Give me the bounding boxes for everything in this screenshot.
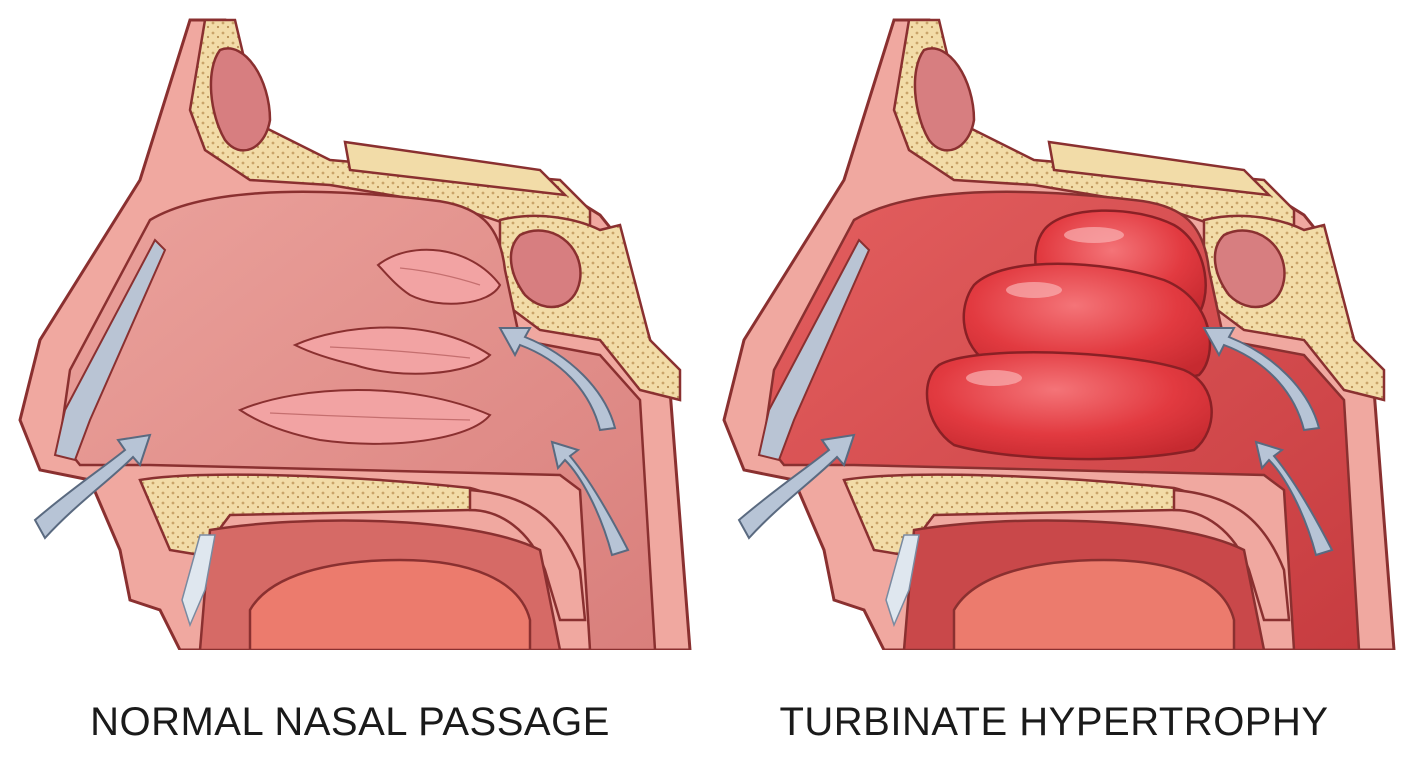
airflow-arrow-rear-upper xyxy=(1202,327,1321,432)
inferior-turbinate-swollen xyxy=(925,351,1213,461)
superior-turbinate xyxy=(376,248,502,305)
sphenoid-sinus xyxy=(1213,229,1286,309)
upper-bone-plate xyxy=(343,140,569,197)
frontal-sinus xyxy=(913,47,976,152)
airflow-arrows xyxy=(737,327,1334,557)
caption-turbinate-hypertrophy: TURBINATE HYPERTROPHY xyxy=(779,700,1329,744)
panel-normal-nasal-passage xyxy=(0,10,700,650)
panel-turbinate-hypertrophy xyxy=(704,10,1404,650)
soft-palate xyxy=(1172,488,1291,622)
caption-normal-nasal-passage: NORMAL NASAL PASSAGE xyxy=(90,700,610,744)
incisor-tooth xyxy=(181,534,216,628)
alar-cartilage xyxy=(53,238,167,462)
sphenoid-sinus xyxy=(509,229,582,309)
airflow-arrow-inlet xyxy=(33,433,152,540)
airflow-arrow-inlet xyxy=(737,433,856,540)
hypertrophy-anatomy-illustration xyxy=(722,18,1396,650)
normal-anatomy-illustration xyxy=(18,18,692,650)
soft-palate xyxy=(468,488,587,622)
airflow-arrow-rear-upper xyxy=(498,327,617,432)
swollen-turbinates xyxy=(925,209,1213,461)
airflow-arrow-rear-lower xyxy=(1254,440,1334,557)
alar-cartilage xyxy=(757,238,871,462)
airflow-arrows xyxy=(33,327,630,557)
tongue xyxy=(248,558,532,650)
normal-turbinates xyxy=(237,248,502,445)
upper-bone-plate xyxy=(1047,140,1273,197)
frontal-sinus xyxy=(209,47,272,152)
tongue xyxy=(952,558,1236,650)
incisor-tooth xyxy=(885,534,920,628)
airflow-arrow-rear-lower xyxy=(550,440,630,557)
